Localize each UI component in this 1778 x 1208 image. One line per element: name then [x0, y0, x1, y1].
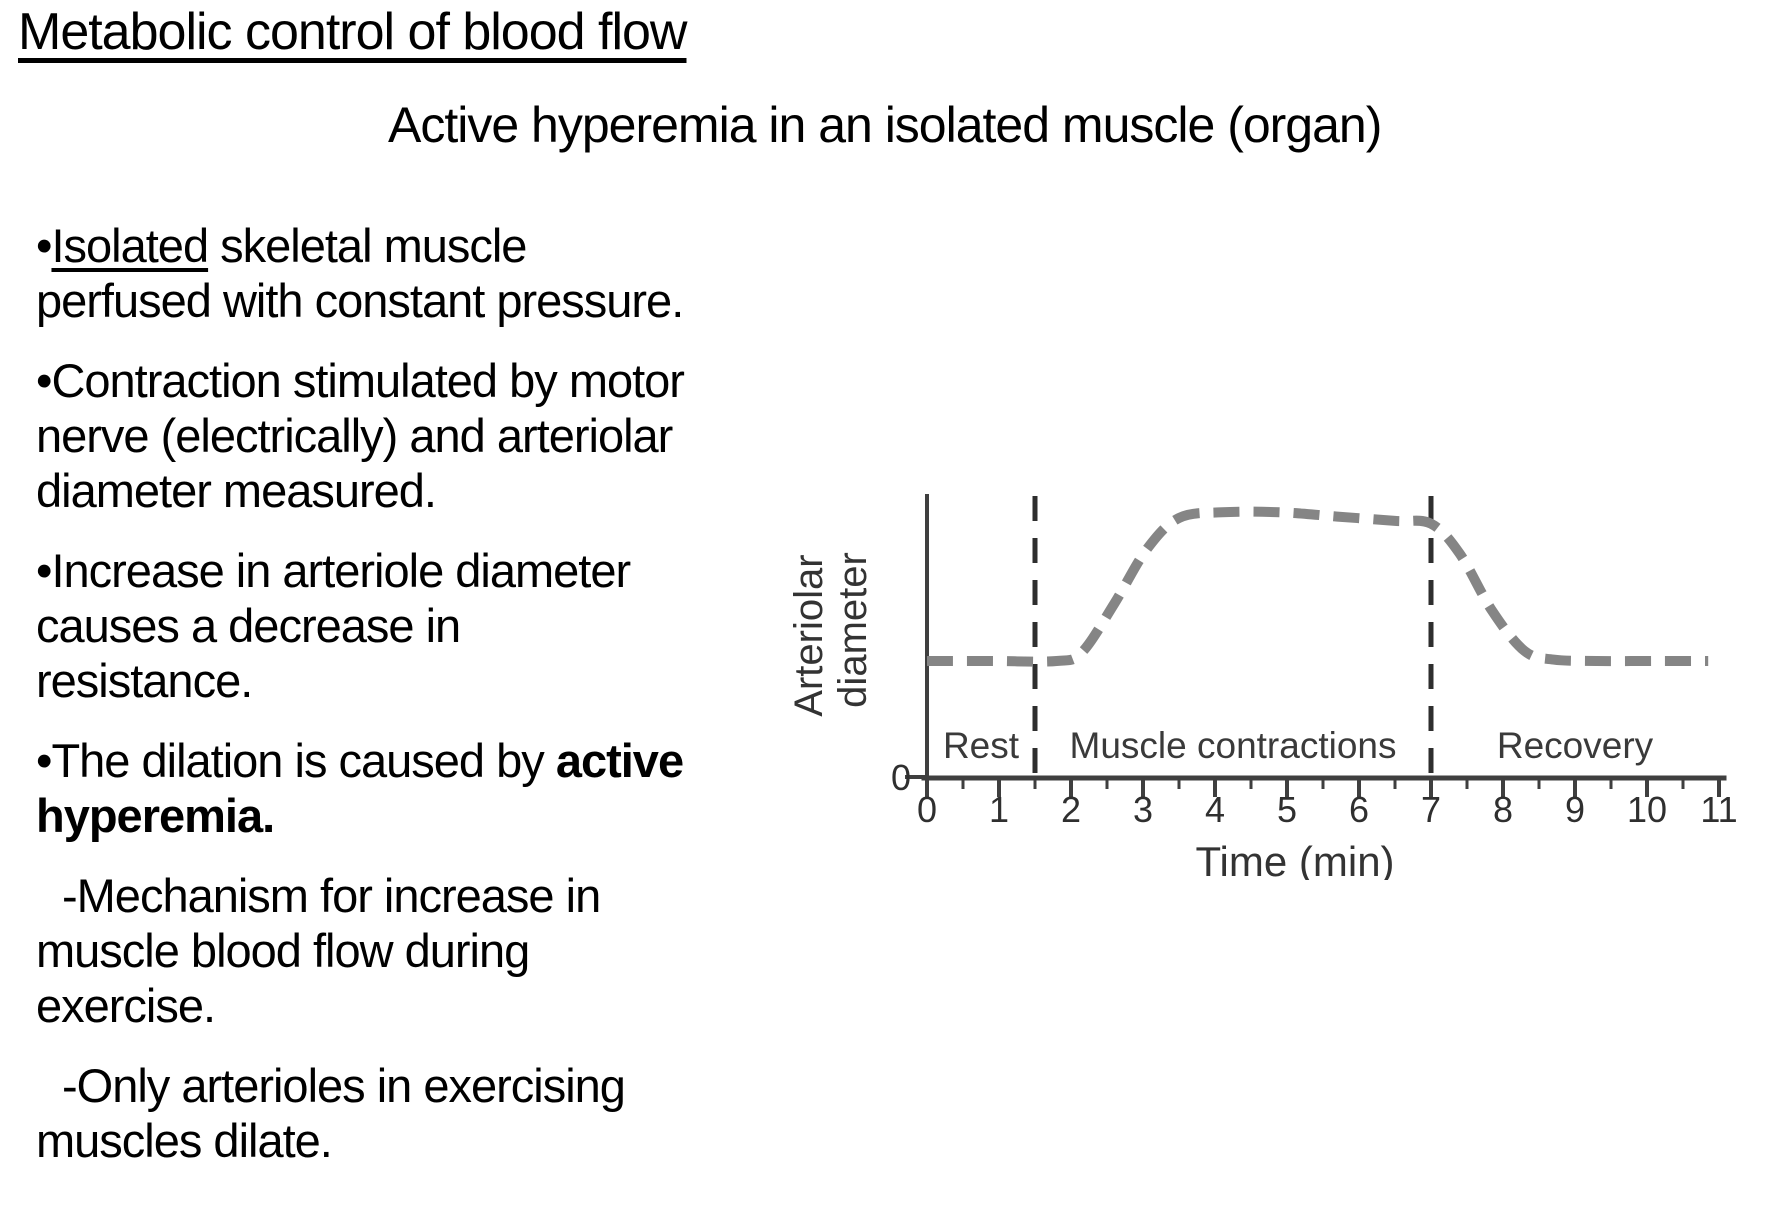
- bullet-line: hyperemia.: [36, 789, 275, 842]
- curve-layer: [927, 506, 1709, 667]
- x-tick-label: 4: [1205, 789, 1225, 830]
- phase-divider-lines: [1032, 496, 1434, 778]
- hyperemia-chart: Rest Muscle contractions Recovery 0 1 2 3 4 5 6 7…: [787, 494, 1738, 880]
- x-tick-label: 3: [1133, 789, 1153, 830]
- x-tick-marks: [925, 778, 1721, 797]
- bullet-line: causes a decrease in: [36, 599, 461, 652]
- x-tick-label: 9: [1565, 789, 1585, 830]
- bullet-line: muscle blood flow during: [36, 924, 530, 977]
- x-tick-label: 1: [989, 789, 1009, 830]
- x-tick-label: 8: [1493, 789, 1513, 830]
- x-tick-label: 0: [917, 789, 937, 830]
- bullet-line: •Isolated skeletal muscle: [36, 219, 527, 272]
- x-tick-label: 6: [1349, 789, 1369, 830]
- x-tick-label: 7: [1421, 789, 1441, 830]
- x-tick-label: 2: [1061, 789, 1081, 830]
- bullet-line: -Mechanism for increase in: [62, 869, 601, 922]
- diameter-curve: [927, 506, 1709, 667]
- phase-label: Recovery: [1497, 725, 1654, 766]
- phase-label: Muscle contractions: [1070, 725, 1397, 766]
- origin-zero-label: 0: [891, 757, 911, 798]
- y-axis-label-line2: diameter: [831, 552, 875, 708]
- phase-labels: Rest Muscle contractions Recovery: [943, 725, 1654, 766]
- bullet-line: •Contraction stimulated by motor: [36, 354, 685, 407]
- bullet-line: resistance.: [36, 654, 253, 707]
- bullet-line: diameter measured.: [36, 464, 437, 517]
- bullet-line: •Increase in arteriole diameter: [36, 544, 631, 597]
- bullet-line: exercise.: [36, 979, 216, 1032]
- bullet-line: -Only arterioles in exercising: [62, 1059, 626, 1112]
- y-axis-label: Arteriolar diameter: [787, 543, 875, 717]
- bullet-line: •The dilation is caused by active: [36, 734, 684, 787]
- x-tick-label: 11: [1700, 789, 1737, 830]
- bullet-line: muscles dilate.: [36, 1114, 333, 1167]
- bullet-line: nerve (electrically) and arteriolar: [36, 409, 673, 462]
- minor-ticks: [961, 778, 1685, 789]
- phase-label: Rest: [943, 725, 1020, 766]
- slide-subtitle: Active hyperemia in an isolated muscle (…: [388, 97, 1382, 153]
- slide-title: Metabolic control of blood flow: [18, 3, 687, 61]
- bullet-line: perfused with constant pressure.: [36, 274, 684, 327]
- y-axis-label-line1: Arteriolar: [787, 554, 831, 716]
- x-tick-label: 10: [1627, 789, 1667, 830]
- x-tick-label: 5: [1277, 789, 1297, 830]
- svg-text:Arteriolar diameter: Arteriolar diameter: [787, 543, 875, 716]
- major-ticks: [925, 778, 1721, 797]
- x-tick-labels: 0 1 2 3 4 5 6 7 8 9 10 11: [917, 789, 1738, 830]
- x-axis-label: Time (min): [1195, 838, 1394, 880]
